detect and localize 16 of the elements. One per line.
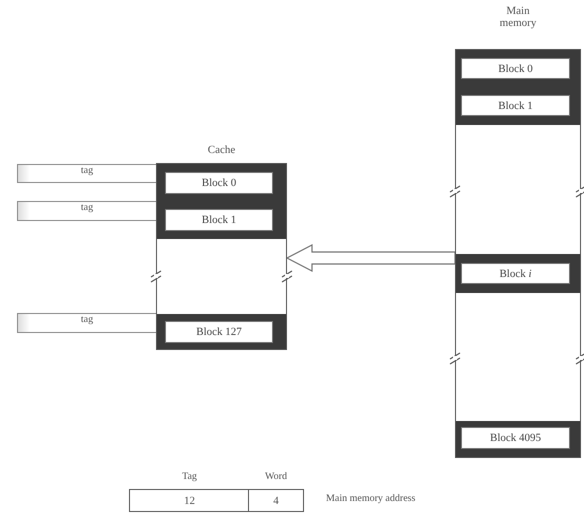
block-arrow [286, 244, 456, 272]
cache-block: Block 127 [165, 321, 273, 343]
cache-block: Block 1 [165, 209, 273, 231]
tag-field: tag [17, 164, 156, 183]
cache-block: Block 0 [165, 172, 273, 194]
tag-field: tag [17, 313, 156, 333]
field-label: Tag [181, 471, 198, 482]
column-heading: Cache [206, 144, 236, 156]
address-caption: Main memory address [326, 493, 416, 504]
memory-block: Block 1 [461, 95, 570, 116]
tag-field: tag [17, 201, 156, 221]
memory-block: Block 0 [461, 58, 570, 79]
column-heading: Main memory [498, 5, 538, 29]
memory-block: Block i [461, 263, 570, 284]
memory-block: Block 4095 [461, 427, 570, 449]
field-label: Word [264, 471, 288, 482]
